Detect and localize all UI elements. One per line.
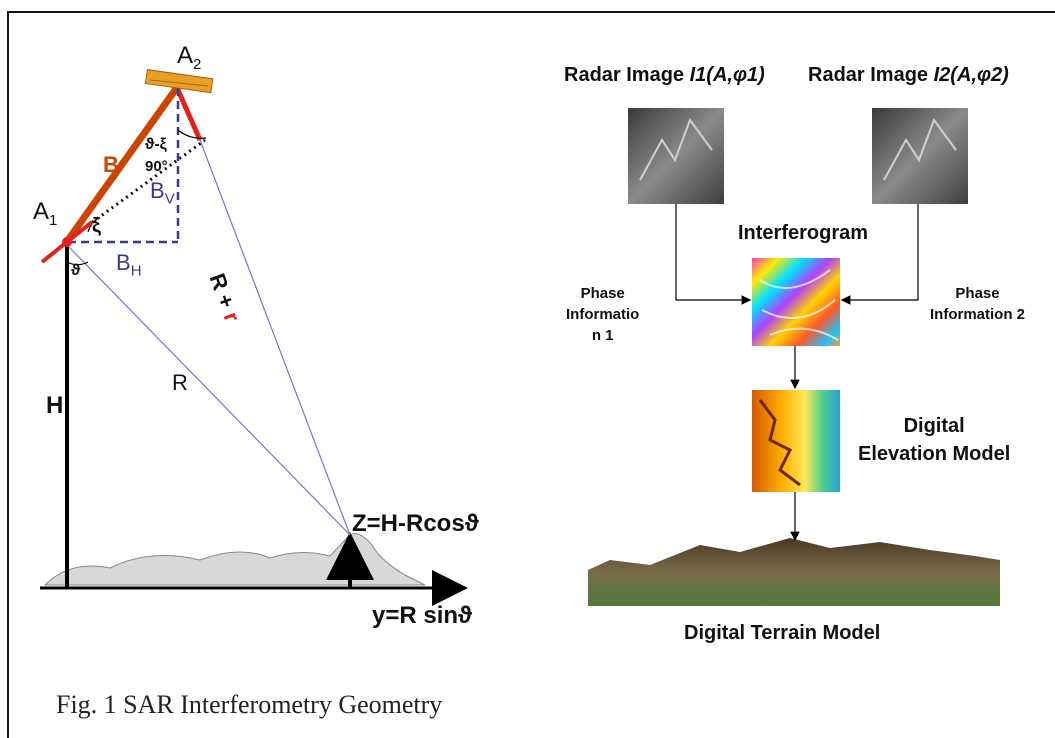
label-phase-info-1-line1: Phase: [580, 285, 625, 302]
arrow-radar1-to-interferogram: [675, 204, 752, 305]
dem-ridge: [758, 399, 801, 487]
label-a2: A2: [177, 42, 201, 73]
label-a1-sub: 1: [49, 211, 58, 229]
interferogram-fringes: [759, 269, 839, 341]
label-angle-diff: ϑ-ξ: [145, 136, 167, 153]
terrain-shape: [43, 533, 426, 586]
label-radar-image-1-formula: I1(A,φ1): [689, 64, 765, 86]
label-a1-main: A: [33, 198, 50, 225]
label-a2-sub: 2: [193, 55, 202, 73]
label-a2-main: A: [177, 42, 194, 69]
label-radar-image-2-text: Radar Image: [808, 64, 934, 86]
label-radar-image-2: Radar Image I2(A,φ2): [808, 64, 1009, 87]
label-radar-image-1-text: Radar Image: [564, 64, 690, 86]
label-dtm: Digital Terrain Model: [684, 622, 881, 644]
label-z-equation: Z=H-Rcosϑ: [352, 510, 479, 537]
label-phase-info-2-line1: Phase: [955, 285, 1000, 302]
label-bh: BH: [116, 250, 142, 279]
label-bv: BV: [150, 178, 175, 207]
label-radar-image-2-formula: I2(A,φ2): [933, 64, 1009, 86]
label-bh-sub: H: [130, 262, 142, 280]
label-dem: Digital Elevation Model: [858, 412, 1010, 468]
figure-border: [7, 11, 1055, 738]
label-right-angle: 90°: [145, 158, 168, 175]
label-xi: ξ: [92, 215, 101, 237]
label-baseline: B: [103, 152, 119, 177]
label-bv-sub: V: [164, 190, 175, 208]
label-theta: ϑ: [71, 262, 81, 279]
figure-caption: Fig. 1 SAR Interferometry Geometry: [56, 690, 443, 719]
small-r-segment: [175, 88, 203, 142]
label-dem-line2: Elevation Model: [858, 443, 1011, 465]
baseline-line: [65, 83, 181, 243]
label-bv-main: B: [150, 178, 165, 203]
label-phase-info-2: Phase Information 2: [930, 283, 1025, 325]
range-line-r-plus: [199, 139, 351, 536]
label-phase-info-2-line2: Information 2: [930, 306, 1026, 323]
satellite-a2-icon: [144, 69, 214, 94]
diff-arc: [177, 129, 207, 139]
satellite-a1-icon: [40, 220, 94, 264]
label-h: H: [46, 392, 64, 419]
label-phase-info-1-line2: Informatio: [566, 306, 640, 323]
label-interferogram: Interferogram: [738, 222, 869, 244]
radar-image-1-texture: [639, 117, 713, 181]
label-y-equation: y=R sinϑ: [372, 602, 473, 629]
radar-image-2-texture: [883, 117, 957, 181]
perpendicular-dotted: [67, 138, 206, 242]
arrow-radar2-to-interferogram: [840, 204, 919, 305]
dtm-image: [588, 538, 1000, 606]
range-line-r: [66, 244, 351, 536]
label-radar-image-1: Radar Image I1(A,φ1): [564, 64, 765, 87]
label-phase-info-1: Phase Informatio n 1: [566, 283, 639, 346]
theta-arc: [66, 261, 89, 266]
label-r: R: [172, 370, 188, 395]
label-a1: A1: [33, 198, 57, 229]
label-dem-line1: Digital: [903, 415, 965, 437]
label-bh-main: B: [116, 250, 131, 275]
label-phase-info-1-line3: n 1: [591, 327, 614, 344]
